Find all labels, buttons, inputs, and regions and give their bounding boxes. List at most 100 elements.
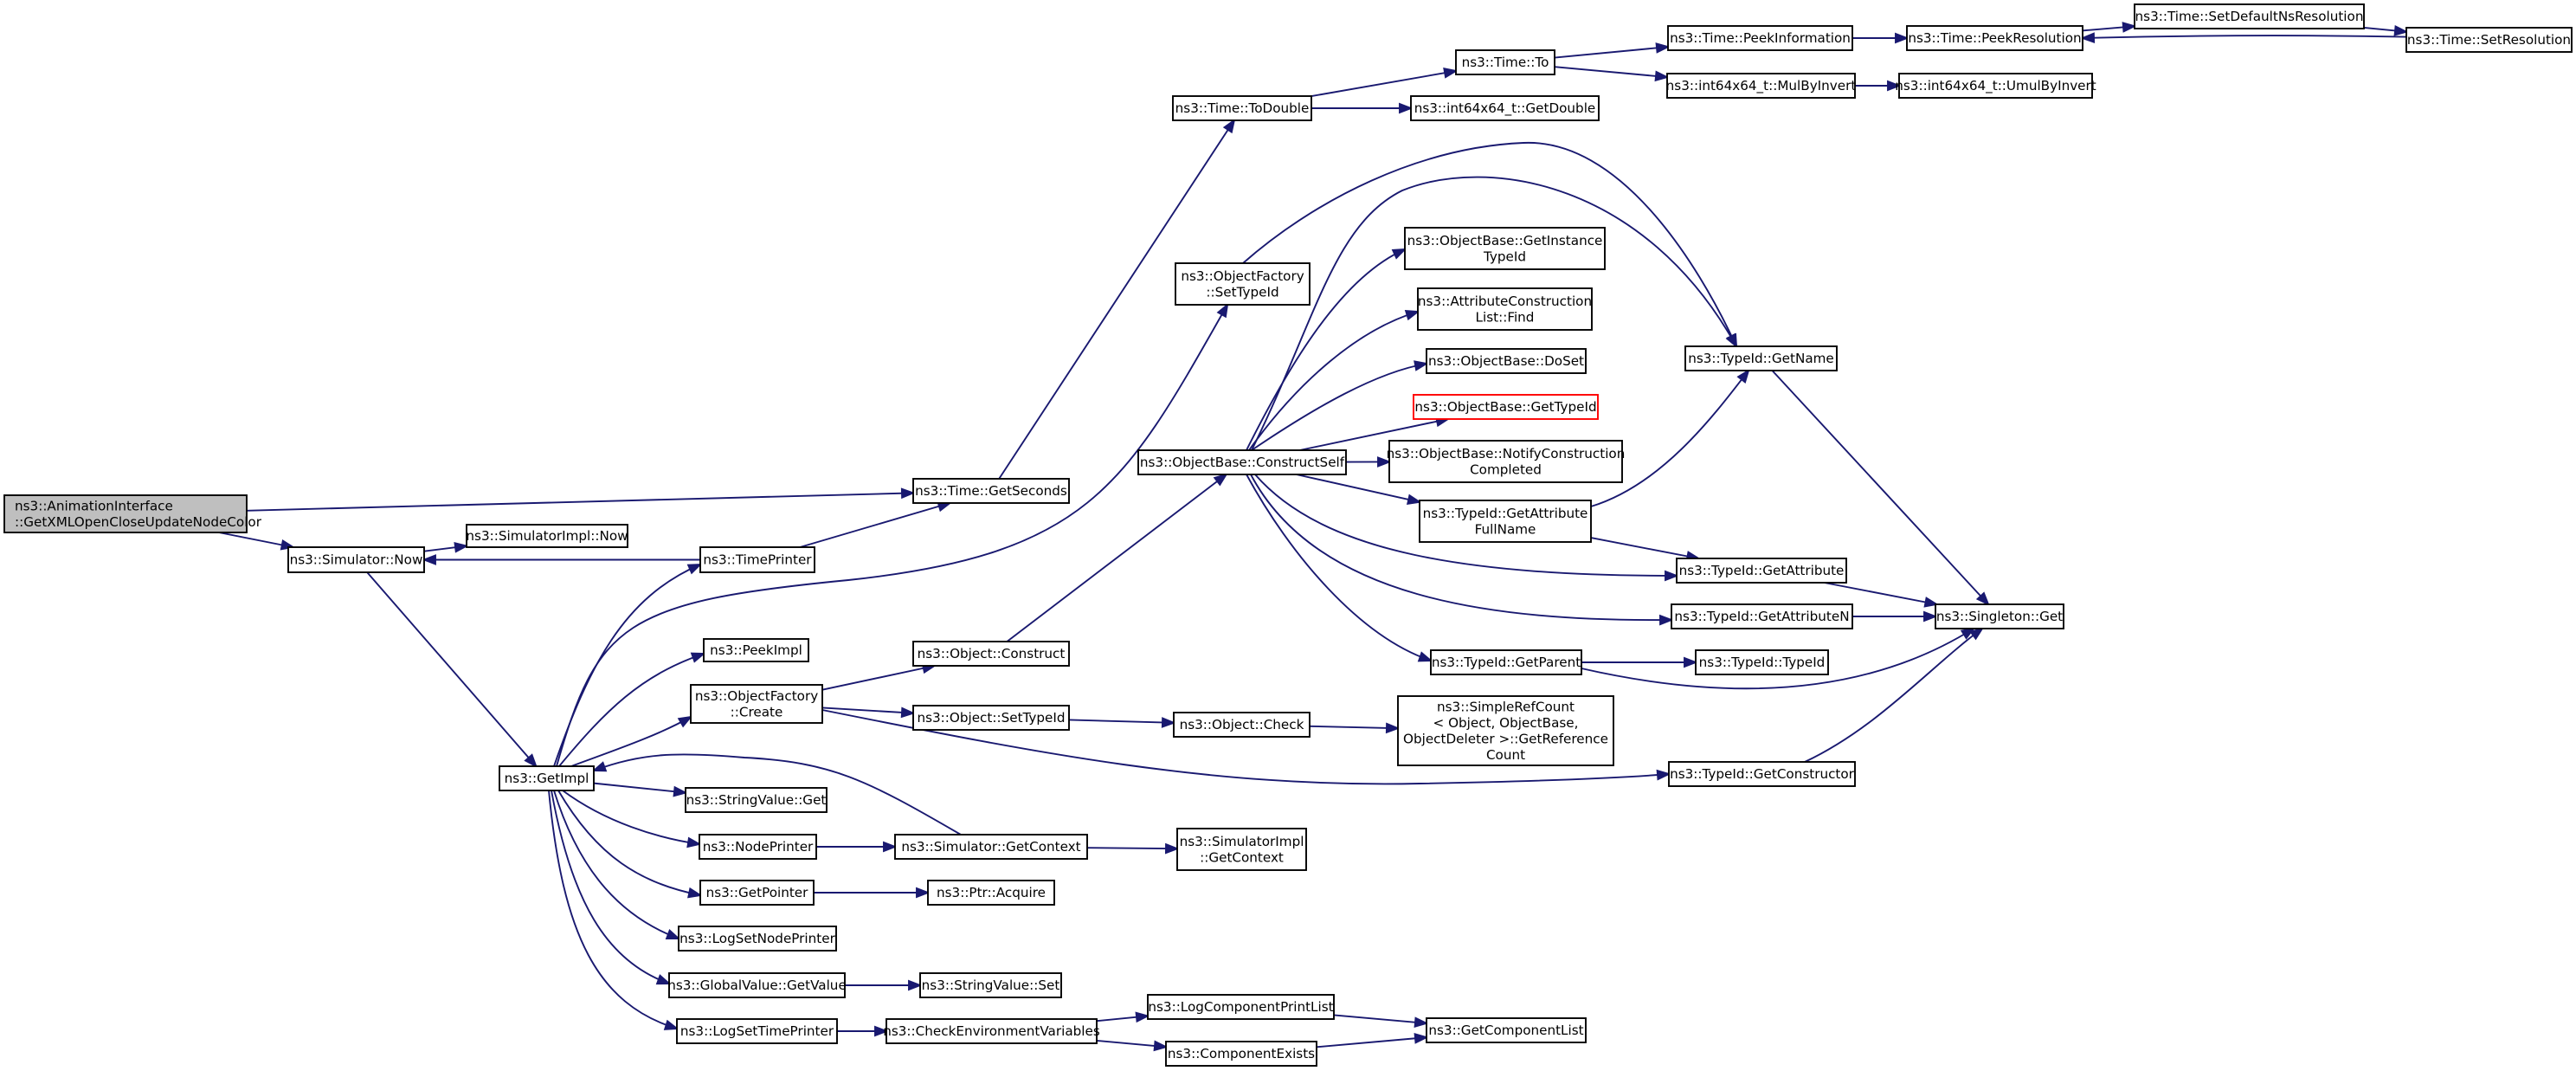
node-ofcreate[interactable]: ns3::ObjectFactory::Create [690, 684, 823, 724]
node-label-line: ns3::ObjectFactory [695, 688, 818, 704]
edge-line [553, 564, 701, 767]
edge-getpointer-to-ptracquire [814, 887, 931, 899]
node-getattribute[interactable]: ns3::TypeId::GetAttribute [1676, 558, 1847, 584]
edge-getimpl-to-nodeprinter [562, 790, 702, 848]
edge-simnow-to-getimpl [366, 571, 538, 768]
node-checkenv[interactable]: ns3::CheckEnvironmentVariables [883, 1018, 1100, 1044]
node-timeto[interactable]: ns3::Time::To [1455, 49, 1555, 75]
node-getobtypeid[interactable]: ns3::ObjectBase::GetTypeId [1413, 394, 1599, 420]
node-simimplnow[interactable]: ns3::SimulatorImpl::Now [466, 524, 628, 548]
node-label-line: ns3::TypeId::GetAttributeN [1674, 609, 1849, 624]
node-label-line: ns3::AttributeConstruction [1418, 294, 1592, 309]
node-simplerefcount[interactable]: ns3::SimpleRefCount< Object, ObjectBase,… [1397, 695, 1614, 766]
node-svget[interactable]: ns3::StringValue::Get [685, 787, 828, 813]
node-box [919, 972, 1062, 998]
node-getpointer[interactable]: ns3::GetPointer [699, 880, 815, 906]
edge-line [366, 571, 538, 767]
node-box [2134, 3, 2365, 29]
edge-todouble-to-i64getdouble-arrowhead [1399, 102, 1414, 114]
edge-getimpl-to-logtimeprinter-arrowhead [663, 1019, 679, 1030]
node-compexists[interactable]: ns3::ComponentExists [1165, 1041, 1317, 1067]
node-logcompprint[interactable]: ns3::LogComponentPrintList [1147, 994, 1335, 1020]
node-ptracquire[interactable]: ns3::Ptr::Acquire [927, 880, 1055, 906]
edge-objsettypeid-to-objcheck [1068, 717, 1176, 728]
node-simimplctx[interactable]: ns3::SimulatorImpl::GetContext [1176, 828, 1307, 871]
node-getcomplist[interactable]: ns3::GetComponentList [1426, 1017, 1587, 1043]
node-ofsettypeid[interactable]: ns3::ObjectFactory::SetTypeId [1175, 262, 1311, 306]
node-box [1413, 394, 1599, 420]
node-label-line: ns3::Time::GetSeconds [915, 483, 1067, 499]
edge-line [1581, 628, 1974, 690]
edge-line [593, 753, 962, 836]
node-box [3, 494, 248, 533]
node-label-line: ns3::CheckEnvironmentVariables [883, 1023, 1100, 1039]
node-root: ns3::AnimationInterface::GetXMLOpenClose… [3, 494, 262, 533]
node-logtimeprinter[interactable]: ns3::LogSetTimePrinter [676, 1018, 838, 1044]
edge-line [1246, 248, 1406, 451]
node-getimpl[interactable]: ns3::GetImpl [499, 765, 595, 791]
node-mulbyinvert[interactable]: ns3::int64x64_t::MulByInvert [1666, 73, 1857, 99]
edge-line [1299, 418, 1449, 451]
node-getname[interactable]: ns3::TypeId::GetName [1684, 345, 1838, 371]
node-label-line: ns3::ObjectBase::GetTypeId [1414, 399, 1596, 415]
node-box [1388, 440, 1623, 483]
node-box [1898, 73, 2093, 99]
edge-line [246, 492, 914, 512]
node-box [1176, 828, 1307, 871]
node-simgetctx[interactable]: ns3::Simulator::GetContext [894, 834, 1088, 860]
edge-constructself-to-getattributen-arrowhead [1658, 614, 1674, 626]
edge-line [553, 790, 679, 939]
edge-getattribute-to-singletonget [1824, 582, 1939, 608]
edge-objconstruct-to-constructself-arrowhead [1213, 473, 1228, 487]
node-timeprinter[interactable]: ns3::TimePrinter [699, 546, 815, 573]
node-objcheck[interactable]: ns3::Object::Check [1173, 712, 1311, 738]
node-gvgetvalue[interactable]: ns3::GlobalValue::GetValue [667, 972, 847, 998]
node-tidtypeid[interactable]: ns3::TypeId::TypeId [1695, 649, 1829, 675]
node-box [894, 834, 1088, 860]
node-peekres[interactable]: ns3::Time::PeekResolution [1906, 25, 2083, 51]
node-doset[interactable]: ns3::ObjectBase::DoSet [1426, 348, 1587, 374]
edge-line [570, 716, 692, 767]
node-getseconds[interactable]: ns3::Time::GetSeconds [912, 478, 1070, 504]
node-singletonget[interactable]: ns3::Singleton::Get [1935, 603, 2064, 629]
node-getparent[interactable]: ns3::TypeId::GetParent [1430, 649, 1582, 675]
node-peekinfo[interactable]: ns3::Time::PeekInformation [1667, 25, 1853, 51]
node-box [1906, 25, 2083, 51]
node-label-line: ns3::TypeId::GetParent [1432, 655, 1581, 670]
node-label-line: ns3::Object::SetTypeId [917, 710, 1065, 726]
node-constructself[interactable]: ns3::ObjectBase::ConstructSelf [1137, 449, 1347, 475]
node-objconstruct[interactable]: ns3::Object::Construct [912, 641, 1070, 667]
node-lognodeprinter[interactable]: ns3::LogSetNodePrinter [678, 926, 837, 952]
edge-todouble-to-timeto-arrowhead [1443, 68, 1459, 79]
node-setdefaultns[interactable]: ns3::Time::SetDefaultNsResolution [2134, 3, 2365, 29]
node-notifyconstr[interactable]: ns3::ObjectBase::NotifyConstructionCompl… [1387, 440, 1626, 483]
node-getattributen[interactable]: ns3::TypeId::GetAttributeN [1671, 603, 1853, 629]
node-box [1426, 348, 1587, 374]
node-label-line: ns3::Simulator::Now [290, 552, 423, 568]
edge-line [551, 790, 670, 984]
edge-line [593, 782, 686, 794]
node-label-line: ns3::TypeId::GetAttribute [1679, 563, 1845, 578]
node-i64getdouble[interactable]: ns3::int64x64_t::GetDouble [1410, 95, 1600, 121]
edge-getimpl-to-lognodeprinter [553, 790, 681, 939]
edge-line [1771, 370, 1989, 605]
edge-line [1248, 311, 1419, 451]
edge-timeto-to-mulbyinvert [1554, 66, 1670, 82]
node-label-line: ns3::GlobalValue::GetValue [667, 977, 847, 993]
edge-line [1254, 474, 1678, 577]
node-peekimpl[interactable]: ns3::PeekImpl [703, 638, 809, 662]
node-box [927, 880, 1055, 906]
node-getconstructor[interactable]: ns3::TypeId::GetConstructor [1668, 761, 1856, 787]
node-setres[interactable]: ns3::Time::SetResolution [2405, 27, 2573, 53]
node-simnow[interactable]: ns3::Simulator::Now [287, 546, 425, 573]
node-nodeprinter[interactable]: ns3::NodePrinter [699, 834, 817, 860]
node-svset[interactable]: ns3::StringValue::Set [919, 972, 1062, 998]
node-umulbyinvert[interactable]: ns3::int64x64_t::UmulByInvert [1895, 73, 2096, 99]
node-todouble[interactable]: ns3::Time::ToDouble [1172, 95, 1312, 121]
node-objsettypeid[interactable]: ns3::Object::SetTypeId [912, 705, 1070, 731]
edge-line [1246, 474, 1432, 661]
node-label-line: ns3::NodePrinter [703, 839, 814, 855]
